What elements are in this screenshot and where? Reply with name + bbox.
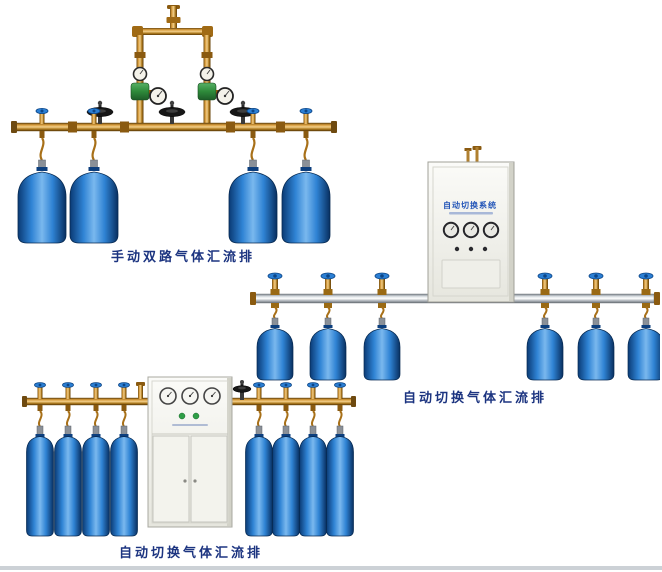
- cabinet-panel: [441, 259, 501, 289]
- gas-cylinder: [256, 317, 294, 381]
- pressure-gauge: [442, 221, 460, 239]
- gas-cylinder: [82, 425, 110, 537]
- indicator-light: [468, 246, 474, 252]
- cylinder-valve-station: [334, 382, 346, 427]
- cylinder-valve-station: [280, 382, 292, 427]
- gas-cylinder: [326, 425, 354, 537]
- gas-cylinder: [577, 317, 615, 381]
- manual-dual-manifold-illustration: [11, 5, 337, 244]
- cabinet-door: [190, 435, 228, 523]
- cylinder-valve-station: [118, 382, 130, 427]
- product-caption-auto-wall: 自动切换气体汇流排: [402, 391, 547, 406]
- cylinder-valve-station: [34, 382, 46, 427]
- gas-cylinder: [299, 425, 327, 537]
- cylinder-valve-station: [537, 272, 553, 319]
- cylinder-valve-station: [90, 382, 102, 427]
- cylinder-valve-station: [320, 272, 336, 319]
- pressure-gauge: [159, 387, 177, 405]
- cabinet-door: [152, 435, 190, 523]
- gas-cylinder: [69, 159, 119, 244]
- cylinder-valve-station: [307, 382, 319, 427]
- door-handle: [193, 479, 197, 483]
- gas-cylinder: [54, 425, 82, 537]
- gas-cylinder: [272, 425, 300, 537]
- gas-cylinder: [26, 425, 54, 537]
- pressure-gauge: [462, 221, 480, 239]
- pressure-regulator: [130, 66, 167, 127]
- gas-cylinder: [526, 317, 564, 381]
- cabinet-label: 自动切换系统: [443, 200, 497, 210]
- cylinder-valve-station: [299, 108, 313, 161]
- door-handle: [183, 479, 187, 483]
- gas-cylinder: [363, 317, 401, 381]
- cabinet-inlet-pipes: [464, 146, 482, 164]
- gas-cylinder: [17, 159, 67, 244]
- cylinder-valve-station: [638, 272, 654, 319]
- indicator-light: [482, 246, 488, 252]
- pressure-gauge: [482, 221, 500, 239]
- cylinder-valve-station: [62, 382, 74, 427]
- gas-cylinder: [110, 425, 138, 537]
- cylinder-valve-station: [246, 108, 260, 161]
- cylinder-valve-station: [87, 108, 101, 161]
- valve-handwheel: [158, 100, 186, 124]
- bottom-divider: [0, 566, 662, 570]
- gas-cylinder: [309, 317, 347, 381]
- cylinder-valve-station: [253, 382, 265, 427]
- cylinder-valve-station: [267, 272, 283, 319]
- indicator-light: [454, 246, 460, 252]
- cylinder-valve-station: [588, 272, 604, 319]
- cabinet-inlet-pipe: [136, 382, 145, 399]
- gas-cylinder: [245, 425, 273, 537]
- cylinder-valve-station: [35, 108, 49, 161]
- indicator-light: [192, 412, 200, 420]
- pressure-gauge: [203, 387, 221, 405]
- pressure-gauge: [181, 387, 199, 405]
- control-cabinet: 自动切换系统: [427, 161, 515, 303]
- indicator-light: [178, 412, 186, 420]
- pressure-regulator: [197, 66, 234, 127]
- valve-handwheel: [232, 380, 252, 400]
- product-caption-auto-floor: 自动切换气体汇流排: [118, 546, 263, 561]
- gas-cylinder: [627, 317, 660, 381]
- product-caption-manual-dual: 手动双路气体汇流排: [110, 250, 255, 265]
- control-cabinet: [147, 376, 233, 528]
- manifold-header-pipes: [132, 5, 213, 85]
- auto-switch-floor-manifold-illustration: [22, 376, 356, 537]
- cylinder-valve-station: [374, 272, 390, 319]
- auto-switch-wall-manifold-illustration: 自动切换系统: [250, 146, 660, 381]
